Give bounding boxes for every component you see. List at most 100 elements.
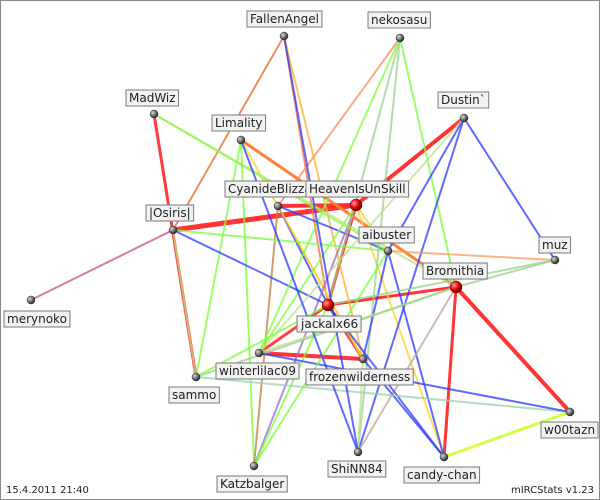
- node-label-box: [246, 10, 323, 28]
- node-ball-icon: [439, 452, 449, 462]
- node-ball-icon: [249, 461, 259, 471]
- edge-aibuster-frozenwilderness: [362, 250, 389, 360]
- node-aibuster[interactable]: aibuster: [358, 226, 415, 256]
- node-ball-icon: [349, 198, 363, 212]
- node-fallenangel[interactable]: FallenAngel: [246, 10, 323, 41]
- edge-bromithia-candy-chan: [442, 285, 458, 459]
- node-label-box: [305, 368, 414, 386]
- node-bromithia[interactable]: Bromithia: [422, 262, 488, 294]
- node-winterlilac09[interactable]: winterlilac09: [215, 348, 300, 380]
- node-label: MadWiz: [129, 91, 176, 105]
- edge-heavenisunskill-candy-chan: [355, 204, 445, 458]
- node-ball-icon: [26, 295, 36, 305]
- edge-winterlilac09-jackalx66: [257, 303, 330, 355]
- node-label: frozenwilderness: [309, 370, 410, 384]
- node-label: Limality: [215, 116, 263, 130]
- node-label: w00tazn: [544, 423, 595, 437]
- node-label: muz: [542, 238, 568, 252]
- node-label-box: [367, 11, 431, 29]
- node-label-box: [403, 466, 481, 484]
- node-label: CyanideBlizzard: [228, 182, 324, 196]
- edge-osiris-jackalx66: [172, 229, 329, 306]
- edge-nekosasu-cyanideblizzard: [277, 37, 401, 207]
- edge-heavenisunskill-katzbalger: [253, 204, 357, 467]
- node-heavenisunskill[interactable]: HeavenIsUnSkill: [305, 180, 410, 212]
- node-limality[interactable]: Limality: [211, 114, 267, 145]
- node-sammo[interactable]: sammo: [168, 372, 220, 404]
- node-muz[interactable]: muz: [538, 236, 572, 265]
- edge-fallenangel-osiris: [172, 35, 285, 231]
- edge-limality-bromithia: [239, 138, 458, 289]
- footer-credit: mIRCStats v1.23: [510, 485, 594, 496]
- edge-candy-chan-w00tazn: [442, 410, 572, 459]
- node-label-box: [540, 421, 599, 439]
- node-label: |Osiris|: [149, 206, 191, 220]
- node-label: aibuster: [362, 228, 411, 242]
- node-label: Katzbalger: [220, 477, 284, 491]
- node-candy-chan[interactable]: candy-chan: [403, 452, 481, 484]
- node-label-box: [305, 180, 410, 198]
- node-ball-icon: [358, 354, 368, 364]
- node-osiris[interactable]: |Osiris|: [145, 204, 195, 235]
- edge-dustin-muz: [463, 117, 556, 261]
- node-ball-icon: [550, 255, 560, 265]
- node-label-box: [538, 236, 572, 254]
- node-nekosasu[interactable]: nekosasu: [367, 11, 431, 43]
- edge-winterlilac09-w00tazn: [258, 352, 571, 413]
- node-label-box: [437, 91, 490, 109]
- edge-osiris-sammo: [172, 229, 197, 378]
- edge-katzbalger-aibuster: [253, 250, 389, 467]
- node-ball-icon: [383, 246, 393, 256]
- node-label-box: [296, 315, 362, 333]
- node-w00tazn[interactable]: w00tazn: [540, 407, 599, 439]
- node-jackalx66[interactable]: jackalx66: [296, 298, 362, 333]
- edge-osiris-merynoko: [30, 229, 174, 301]
- node-shinn84[interactable]: ShiNN84: [327, 447, 387, 478]
- node-label: jackalx66: [300, 317, 358, 331]
- node-label-box: [3, 310, 71, 328]
- node-label-box: [125, 89, 180, 107]
- node-label-box: [358, 226, 415, 244]
- edge-winterlilac09-frozenwilderness: [257, 351, 365, 361]
- edge-aibuster-muz: [387, 250, 556, 261]
- node-dustin[interactable]: Dustin`: [437, 91, 490, 123]
- node-label: FallenAngel: [250, 12, 319, 26]
- node-ball-icon: [395, 33, 405, 43]
- node-label: candy-chan: [407, 468, 477, 482]
- node-madwiz[interactable]: MadWiz: [125, 89, 180, 119]
- node-merynoko[interactable]: merynoko: [3, 295, 71, 328]
- node-ball-icon: [353, 447, 363, 457]
- node-label-box: [215, 362, 300, 380]
- node-ball-icon: [273, 201, 283, 211]
- node-label: winterlilac09: [219, 364, 296, 378]
- edge-dustin-shinn84: [357, 117, 465, 453]
- node-ball-icon: [449, 280, 463, 294]
- edge-nekosasu-bromithia: [399, 37, 457, 288]
- edge-nekosasu-jackalx66: [327, 37, 401, 306]
- edge-heavenisunskill-winterlilac09: [258, 204, 357, 354]
- node-ball-icon: [321, 298, 335, 312]
- node-ball-icon: [254, 348, 264, 358]
- node-frozenwilderness[interactable]: frozenwilderness: [305, 354, 414, 386]
- node-label: Bromithia: [426, 264, 484, 278]
- edge-bromithia-w00tazn: [454, 285, 572, 414]
- node-ball-icon: [279, 31, 289, 41]
- edge-limality-sammo: [195, 139, 242, 378]
- node-ball-icon: [191, 372, 201, 382]
- node-label: merynoko: [7, 312, 67, 326]
- node-label-box: [145, 204, 195, 222]
- node-label-box: [168, 386, 220, 404]
- edge-muz-jackalx66: [327, 259, 556, 306]
- node-label-box: [327, 460, 387, 478]
- node-ball-icon: [168, 225, 178, 235]
- node-label: HeavenIsUnSkill: [309, 182, 406, 196]
- edge-bromithia-muz: [455, 259, 556, 288]
- node-ball-icon: [565, 407, 575, 417]
- node-label: ShiNN84: [331, 462, 383, 476]
- node-katzbalger[interactable]: Katzbalger: [216, 461, 288, 493]
- node-ball-icon: [459, 113, 469, 123]
- node-label-box: [211, 114, 267, 132]
